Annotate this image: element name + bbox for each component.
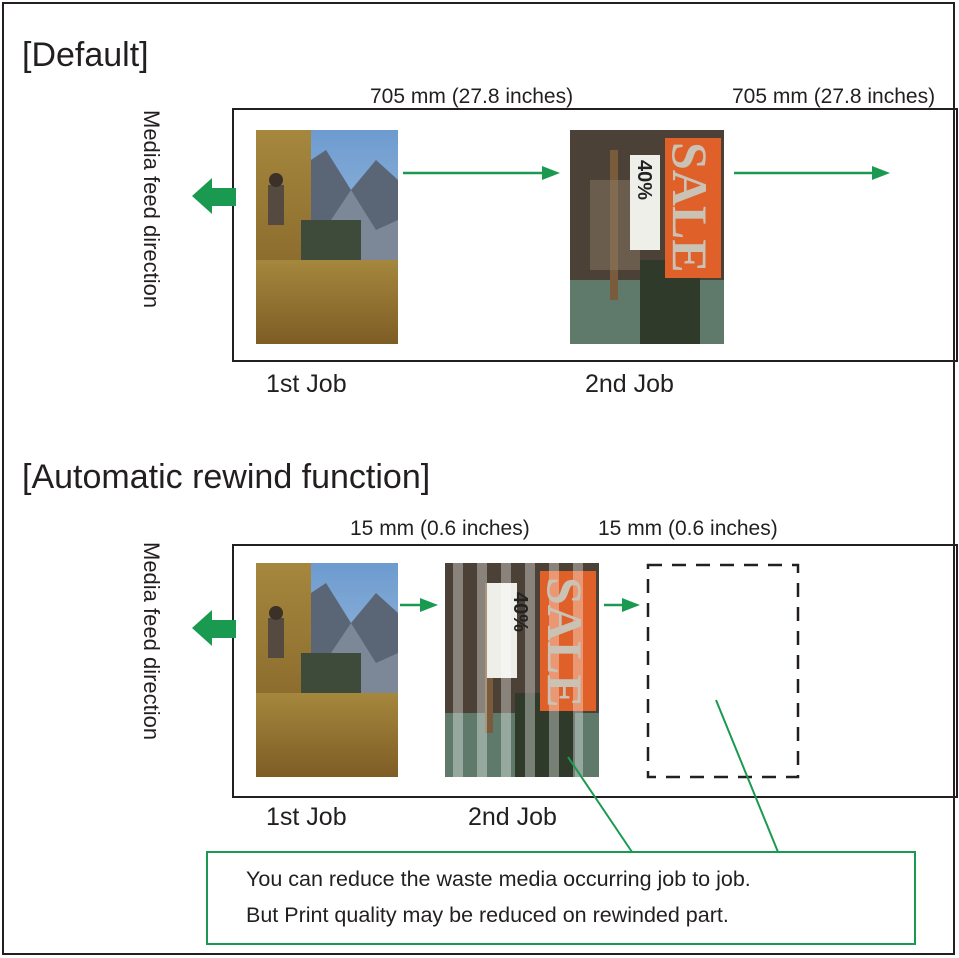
rewind-poster-sale: SALE [537,577,593,708]
rewind-gap-label-2: 15 mm (0.6 inches) [598,517,778,540]
rewind-job1-photo [256,563,398,777]
callout-note: You can reduce the waste media occurring… [206,851,916,945]
rewind-job2-label: 2nd Job [468,803,557,831]
rewind-job2-poster [445,563,599,777]
default-poster-sale-text: SALE [662,142,721,273]
rewind-gap-label-1: 15 mm (0.6 inches) [350,517,530,540]
default-gap-label-2: 705 mm (27.8 inches) [732,85,936,108]
rewind-poster-discount-text: 40% [509,592,531,633]
default-feed-direction-label: Media feed direction [139,110,164,309]
rewind-feed-direction-label: Media feed direction [139,542,164,741]
default-job2-label: 2nd Job [585,370,674,398]
note-line-2: But Print quality may be reduced on rewi… [246,903,729,927]
rewind-poster-discount: 40% [509,592,531,637]
rewind-poster-sale-text: SALE [537,577,593,713]
default-heading: [Default] [22,36,149,74]
note-line-1: You can reduce the waste media occurring… [246,867,751,891]
default-poster-sale: SALE [662,142,718,273]
callout-line-saved-media [715,699,779,853]
rewind-next-job-placeholder [646,563,800,779]
rewind-heading: [Automatic rewind function] [22,458,431,496]
default-feed-arrow [192,178,236,214]
default-poster-discount: 40% [633,160,655,205]
rewind-feed-arrow [192,610,236,646]
default-job1-photo [256,130,398,344]
rewind-job1-label: 1st Job [266,803,347,831]
default-job2-poster [570,130,724,344]
default-job1-label: 1st Job [266,370,347,398]
default-poster-discount-text: 40% [633,160,655,201]
default-gap-label-1: 705 mm (27.8 inches) [370,85,574,108]
default-media-sheet [232,108,958,362]
callout-line-rewinded-part [567,756,633,853]
